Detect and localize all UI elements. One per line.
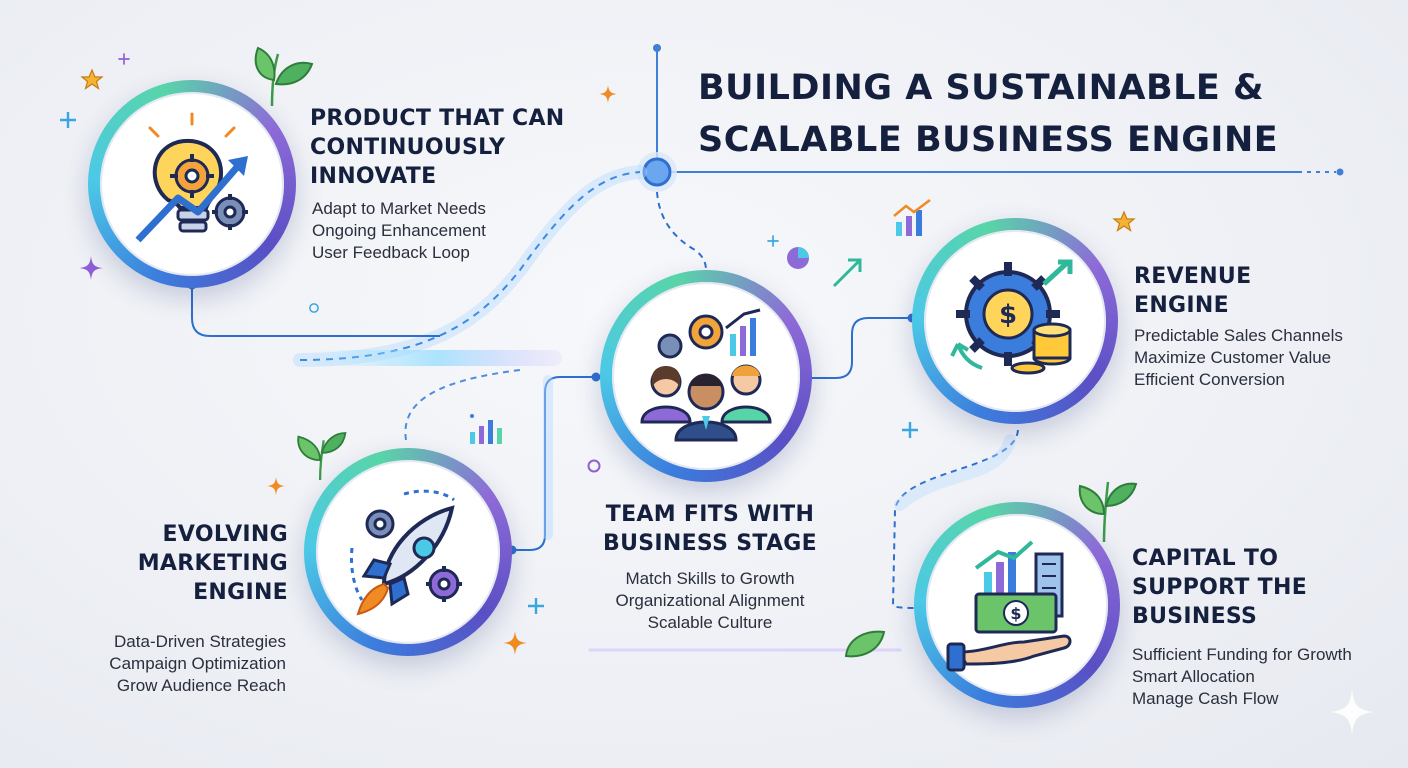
- leaf-sprout-icon: [1078, 481, 1138, 542]
- capital-point: Smart Allocation: [1132, 667, 1255, 686]
- revenue-point: Predictable Sales Channels: [1134, 326, 1343, 345]
- sparkle-icon: [503, 631, 527, 655]
- circle-dot-icon: [309, 303, 319, 313]
- product-point: Ongoing Enhancement: [312, 221, 486, 240]
- team-point: Match Skills to Growth: [625, 569, 795, 588]
- team-point: Scalable Culture: [647, 613, 773, 632]
- capital-heading: CAPITAL TO SUPPORT THE BUSINESS: [1132, 546, 1308, 629]
- revenue-point: Maximize Customer Value: [1134, 348, 1332, 367]
- hand-money-icon: $: [946, 540, 1072, 672]
- capital-point: Manage Cash Flow: [1132, 689, 1279, 708]
- plus-icon: [528, 598, 544, 614]
- product-point: Adapt to Market Needs: [312, 199, 486, 218]
- sparkle-icon: [598, 84, 618, 104]
- team-stage-node: [600, 270, 812, 482]
- rocket-gears-icon: [350, 489, 462, 616]
- product-innovation-node: [88, 80, 296, 288]
- team-people-icon: [640, 308, 772, 442]
- plus-icon: [118, 53, 130, 65]
- marketing-engine-node: [304, 448, 512, 656]
- leaf-sprout-icon: [297, 432, 347, 480]
- leaf-sprout-icon: [254, 46, 314, 106]
- trend-arrow-icon: [832, 258, 862, 288]
- star-icon: [1112, 210, 1136, 232]
- growth-chart-icon: [893, 199, 931, 236]
- revenue-heading: REVENUE ENGINE: [1134, 264, 1252, 318]
- svg-text:$: $: [999, 300, 1017, 330]
- revenue-engine-node: $: [912, 218, 1118, 424]
- gear-coins-icon: $: [950, 259, 1073, 375]
- capital-points: Sufficient Funding for Growth Smart Allo…: [1132, 644, 1392, 710]
- capital-support-node: $: [914, 502, 1120, 708]
- marketing-heading: EVOLVING MARKETING ENGINE: [137, 522, 288, 605]
- star-icon: [80, 68, 104, 90]
- revenue-points: Predictable Sales Channels Maximize Cust…: [1134, 325, 1394, 391]
- lightbulb-gears-icon: [135, 112, 248, 243]
- bar-chart-icon: [470, 414, 502, 444]
- marketing-point: Data-Driven Strategies: [114, 632, 286, 651]
- svg-text:$: $: [1010, 604, 1021, 623]
- circle-dot-icon: [587, 459, 601, 473]
- team-point: Organizational Alignment: [615, 591, 805, 610]
- leaf-icon: [844, 630, 886, 658]
- capital-point: Sufficient Funding for Growth: [1132, 645, 1352, 664]
- sparkle-icon: [79, 256, 103, 280]
- marketing-point: Campaign Optimization: [109, 654, 286, 673]
- product-point: User Feedback Loop: [312, 243, 470, 262]
- team-points: Match Skills to Growth Organizational Al…: [578, 568, 842, 634]
- sparkle-icon: [266, 476, 286, 496]
- marketing-point: Grow Audience Reach: [116, 676, 286, 695]
- plus-icon: [767, 235, 779, 247]
- pie-chart-icon: [787, 247, 809, 269]
- product-points: Adapt to Market Needs Ongoing Enhancemen…: [312, 198, 572, 264]
- plus-icon: [902, 422, 918, 438]
- marketing-points: Data-Driven Strategies Campaign Optimiza…: [40, 631, 286, 697]
- sparkle-icon: [1330, 690, 1374, 734]
- product-heading: PRODUCT THAT CAN CONTINUOUSLY INNOVATE: [310, 106, 565, 189]
- page-title: BUILDING A SUSTAINABLE & SCALABLE BUSINE…: [698, 68, 1279, 160]
- team-heading: TEAM FITS WITH BUSINESS STAGE: [603, 502, 817, 556]
- revenue-point: Efficient Conversion: [1134, 370, 1285, 389]
- plus-icon: [60, 112, 76, 128]
